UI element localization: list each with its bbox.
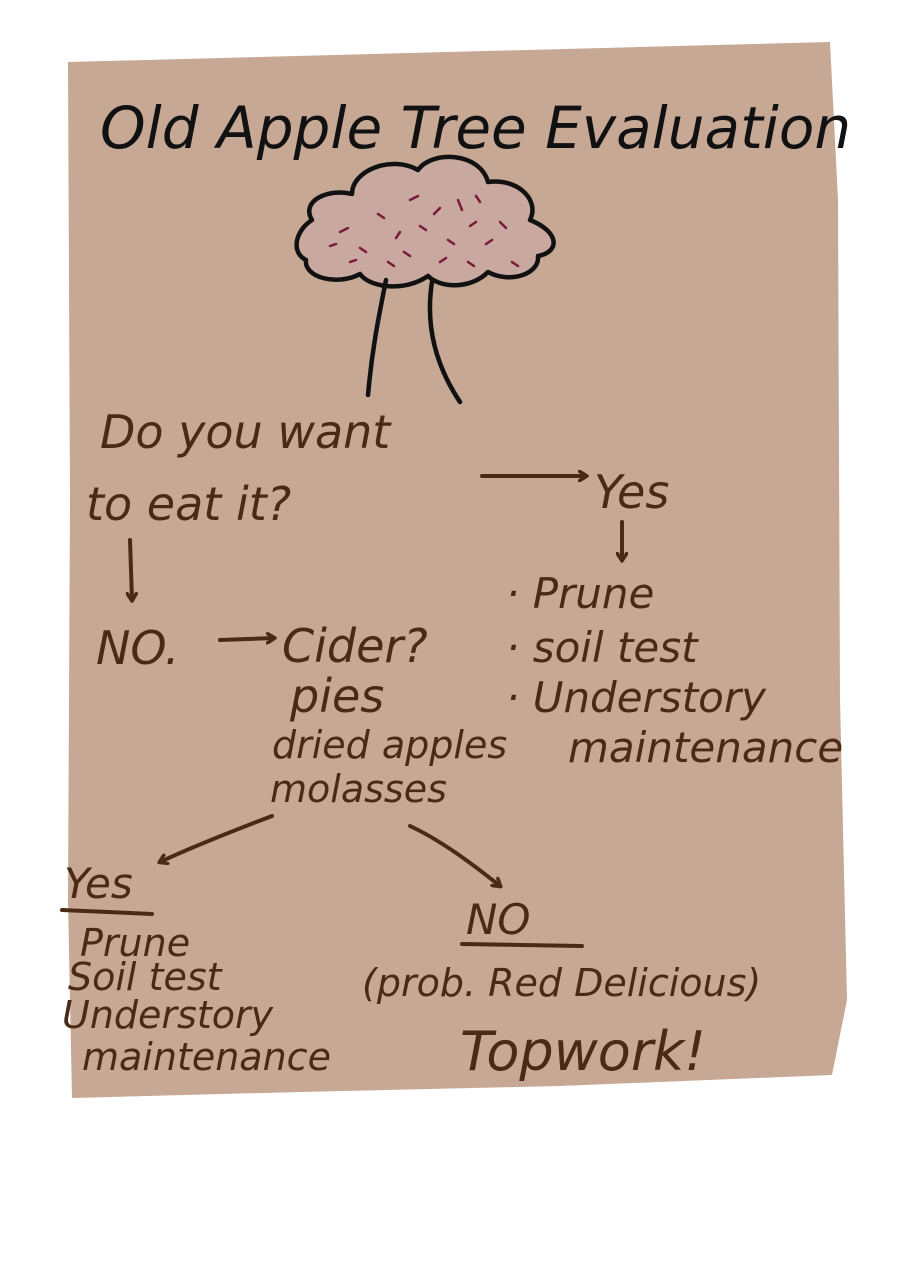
main-question: Do you want to eat it? (86, 405, 392, 531)
second-yes-item-understory: Understory (62, 993, 274, 1037)
use-pies: pies (289, 669, 384, 723)
arrow-to-second-yes (160, 814, 274, 862)
yes-label: Yes (594, 465, 669, 519)
apple-speckles (328, 194, 520, 268)
yes-item-prune: · Prune (506, 569, 654, 618)
apple-tree-drawing (294, 154, 556, 405)
second-no-action: Topwork! (460, 1020, 706, 1083)
arrow-no-to-cider (218, 638, 274, 640)
second-yes-item-prune: Prune (80, 921, 190, 965)
arrow-to-second-no (408, 824, 500, 886)
tree-trunk-right (427, 279, 463, 405)
arrow-to-no (130, 538, 132, 600)
tree-trunk-left (365, 277, 389, 398)
yes-item-soil-test: · soil test (506, 623, 699, 672)
yes-item-understory: · Understory (506, 673, 767, 722)
second-yes-label: Yes (64, 859, 133, 908)
second-no-note: (prob. Red Delicious) (362, 961, 761, 1005)
yes-item-maintenance: maintenance (568, 723, 843, 772)
tree-canopy (294, 154, 556, 289)
second-yes-item-maintenance: maintenance (82, 1035, 331, 1079)
use-molasses: molasses (270, 767, 447, 811)
second-no-underline (460, 942, 584, 948)
yes-actions-list: · Prune · soil test · Understory mainten… (506, 569, 843, 772)
second-yes-underline (60, 908, 154, 916)
second-yes-item-soil-test: Soil test (68, 955, 224, 999)
second-no-label: NO (466, 895, 530, 944)
use-cider: Cider? (282, 619, 428, 673)
other-uses-list: Cider? pies dried apples molasses (270, 619, 507, 811)
use-dried-apples: dried apples (272, 723, 507, 767)
question-line-1: Do you want (100, 405, 392, 459)
no-label: NO. (96, 621, 179, 675)
question-line-2: to eat it? (86, 477, 291, 531)
second-no-branch: NO (prob. Red Delicious) Topwork! (362, 895, 761, 1083)
second-yes-branch: Yes Prune Soil test Understory maintenan… (60, 859, 331, 1079)
paper-sheet (68, 42, 847, 1098)
page-title: Old Apple Tree Evaluation (100, 94, 851, 162)
